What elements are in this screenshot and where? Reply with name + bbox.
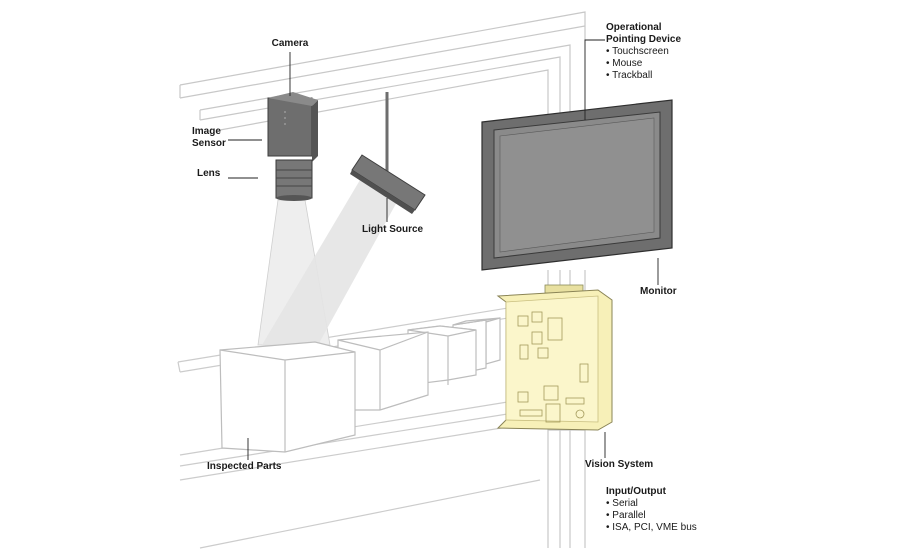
overhead-frame — [179, 11, 586, 131]
inspected-parts-label: Inspected Parts — [207, 461, 282, 472]
io-title: Input/Output — [606, 486, 666, 497]
inspected-parts — [219, 317, 501, 453]
pointing-device-title-1: Operational — [606, 22, 662, 33]
io-item: • Parallel — [606, 510, 646, 521]
io-item: • Serial — [606, 498, 638, 509]
pointing-device-item: • Touchscreen — [606, 46, 669, 57]
part-box — [485, 317, 501, 365]
io-item: • ISA, PCI, VME bus — [606, 522, 697, 533]
light-beam — [262, 180, 398, 345]
camera — [267, 92, 318, 201]
pointing-device-item: • Trackball — [606, 70, 653, 81]
image-sensor-label-line-1: Image — [192, 126, 221, 137]
lens-label: Lens — [197, 168, 221, 179]
pointing-device-label: Operational Pointing Device • Touchscree… — [606, 22, 681, 82]
lens — [275, 159, 313, 199]
light-source-label: Light Source — [362, 224, 424, 235]
pointing-device-item: • Mouse — [606, 58, 643, 69]
part-box — [219, 341, 356, 453]
monitor — [481, 99, 673, 271]
monitor-label: Monitor — [640, 286, 677, 297]
pointing-device-title-2: Pointing Device — [606, 34, 682, 45]
image-sensor-label: Image Sensor — [192, 126, 226, 150]
io-label: Input/Output • Serial • Parallel • ISA, … — [606, 486, 697, 534]
vision-system — [496, 284, 613, 431]
image-sensor-label-line-2: Sensor — [192, 138, 226, 149]
camera-label: Camera — [271, 38, 309, 49]
vision-system-label: Vision System — [585, 459, 654, 470]
leader-lines — [228, 39, 659, 460]
light-source — [350, 92, 426, 214]
